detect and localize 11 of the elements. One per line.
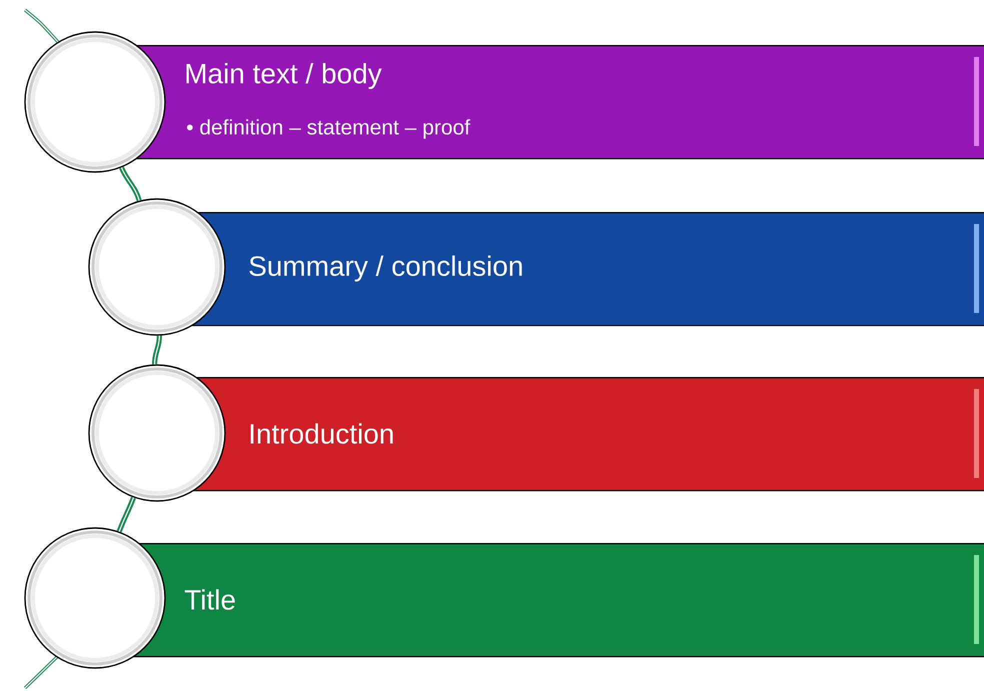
banner-text: Introduction	[250, 423, 393, 444]
curve-connector	[152, 336, 162, 364]
circle	[24, 527, 166, 669]
curve-connector	[119, 166, 142, 202]
circle	[24, 31, 166, 173]
banner-text: Main text / body • definition – statement – proof	[186, 62, 470, 139]
banner-text: Title	[184, 589, 235, 610]
circle	[88, 198, 226, 336]
curve-connector	[116, 496, 136, 532]
circle	[88, 364, 226, 502]
banner-text: Summary / conclusion	[249, 255, 522, 282]
